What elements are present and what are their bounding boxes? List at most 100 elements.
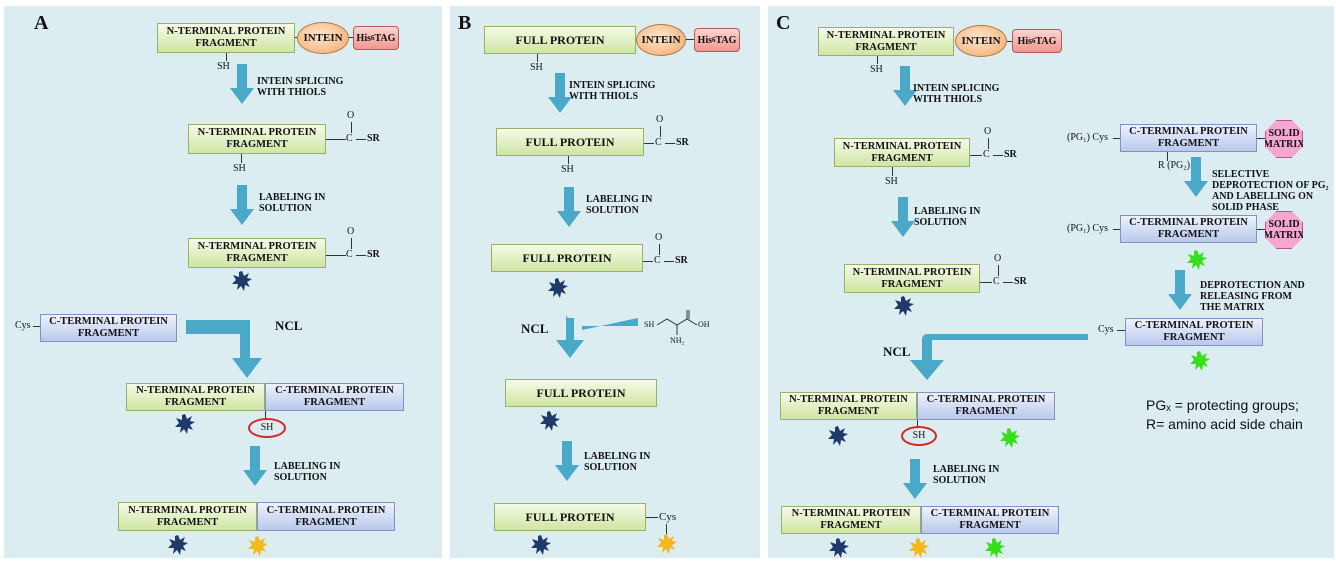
- bond: [988, 138, 989, 149]
- bond: [1113, 138, 1120, 139]
- intein-a: INTEIN: [297, 22, 349, 54]
- step-text: LABELING IN: [584, 451, 651, 462]
- bond: [644, 143, 654, 144]
- bond: [643, 261, 653, 262]
- step-text: DEPROTECTION AND: [1200, 280, 1305, 291]
- c-fragment-label-line2: FRAGMENT: [77, 328, 140, 339]
- dark-label-star: [540, 411, 560, 431]
- bond: [33, 326, 40, 327]
- thioester-c: C: [655, 137, 662, 148]
- thioester-c: C: [993, 276, 1000, 287]
- n-fragment-a5: N-TERMINAL PROTEIN FRAGMENT: [118, 502, 257, 531]
- arrow-c4: [903, 459, 927, 499]
- bond: [1007, 41, 1012, 42]
- n-fragment-a2: N-TERMINAL PROTEIN FRAGMENT: [188, 124, 326, 154]
- cys-oh: OH: [698, 320, 710, 329]
- step-text: WITH THIOLS: [913, 94, 983, 105]
- step-text: WITH THIOLS: [569, 91, 639, 102]
- c-fragment-label-line2: FRAGMENT: [1157, 138, 1220, 149]
- sh-label: SH: [870, 64, 883, 75]
- step-text: WITH THIOLS: [257, 87, 327, 98]
- his-label: His: [356, 32, 371, 44]
- c-fragment-c4: C-TERMINAL PROTEIN FRAGMENT: [917, 392, 1055, 420]
- free-thiol-sh: SH: [901, 426, 937, 446]
- step-text: INTEIN SPLICING: [569, 80, 656, 91]
- n-fragment-label-line2: FRAGMENT: [881, 278, 943, 290]
- bond: [349, 37, 353, 38]
- ncl-arrow-a: [186, 320, 262, 378]
- sr-label: SR: [367, 249, 380, 260]
- full-protein-b1: FULL PROTEIN: [484, 26, 636, 54]
- bond: [1003, 282, 1013, 283]
- r-pg2-label: R (PG₂): [1158, 160, 1191, 171]
- his-sub: 6: [712, 36, 716, 44]
- arrow-b4: [555, 441, 579, 481]
- sr-label: SR: [367, 133, 380, 144]
- matrix-label: MATRIX: [1263, 139, 1305, 150]
- arrow-a4: [243, 446, 267, 486]
- n-fragment-a4: N-TERMINAL PROTEIN FRAGMENT: [126, 383, 265, 411]
- c-fragment-label-line1: C-TERMINAL PROTEIN: [1134, 320, 1254, 331]
- step-selective: SELECTIVE DEPROTECTION OF PG₂ AND LABELL…: [1212, 169, 1329, 213]
- c-fragment-label-line2: FRAGMENT: [959, 520, 1021, 531]
- step-text: SOLUTION: [584, 462, 637, 473]
- solid-label: SOLID: [1268, 128, 1300, 139]
- ncl-arrow-c: [910, 334, 1088, 380]
- his-label: His: [1017, 35, 1032, 47]
- bond: [241, 154, 242, 163]
- thioester-o: O: [347, 226, 355, 237]
- n-fragment-c4: N-TERMINAL PROTEIN FRAGMENT: [780, 392, 917, 420]
- tag-label: TAG: [374, 32, 396, 44]
- c-fragment-label-line2: FRAGMENT: [955, 406, 1017, 417]
- step-text: RELEASING FROM: [1200, 291, 1292, 302]
- bond: [686, 39, 694, 40]
- pg1-cys-label: (PG₁) Cys: [1067, 223, 1108, 234]
- sh-label: SH: [885, 176, 898, 187]
- c-fragment-c1: C-TERMINAL PROTEIN FRAGMENT: [1120, 124, 1257, 152]
- c-fragment-label-line1: C-TERMINAL PROTEIN: [49, 316, 168, 327]
- thioester-o: O: [984, 126, 992, 137]
- bond: [917, 420, 918, 427]
- n-fragment-label-line1: N-TERMINAL PROTEIN: [197, 241, 317, 252]
- thioester-c: C: [983, 149, 990, 160]
- c-fragment-a1: C-TERMINAL PROTEIN FRAGMENT: [40, 314, 177, 342]
- bond: [1257, 138, 1265, 139]
- cys-label: Cys: [15, 320, 31, 331]
- bond: [1257, 229, 1265, 230]
- n-fragment-label-line1: N-TERMINAL PROTEIN: [136, 385, 255, 396]
- c-fragment-label-line1: C-TERMINAL PROTEIN: [1129, 126, 1248, 137]
- bond: [265, 411, 266, 419]
- solid-label: SOLID: [1268, 219, 1300, 230]
- step-text: SOLUTION: [586, 205, 639, 216]
- bond: [351, 238, 352, 249]
- sr-label: SR: [676, 137, 689, 148]
- thioester-c: C: [346, 249, 353, 260]
- panel-label-b: B: [458, 12, 472, 34]
- arrow-c2: [891, 197, 915, 237]
- thioester-o: O: [656, 114, 664, 125]
- matrix-label: MATRIX: [1263, 230, 1305, 241]
- step-text: SOLUTION: [274, 472, 327, 483]
- c-fragment-label-line2: FRAGMENT: [303, 397, 366, 408]
- c-fragment-label-line1: C-TERMINAL PROTEIN: [1129, 217, 1248, 228]
- intein-b: INTEIN: [636, 24, 686, 56]
- n-fragment-label-line2: FRAGMENT: [820, 520, 882, 531]
- c-fragment-label-line1: C-TERMINAL PROTEIN: [266, 504, 386, 516]
- bond: [351, 122, 352, 133]
- dark-label-star: [894, 296, 914, 316]
- step-text: INTEIN SPLICING: [913, 83, 1000, 94]
- bond: [326, 139, 346, 140]
- step-deprotection: DEPROTECTION AND RELEASING FROM THE MATR…: [1200, 280, 1305, 313]
- legend: PGₓ = protecting groups; R= amino acid s…: [1146, 396, 1303, 434]
- n-fragment-label-line2: FRAGMENT: [855, 41, 917, 53]
- panel-b: [450, 6, 760, 558]
